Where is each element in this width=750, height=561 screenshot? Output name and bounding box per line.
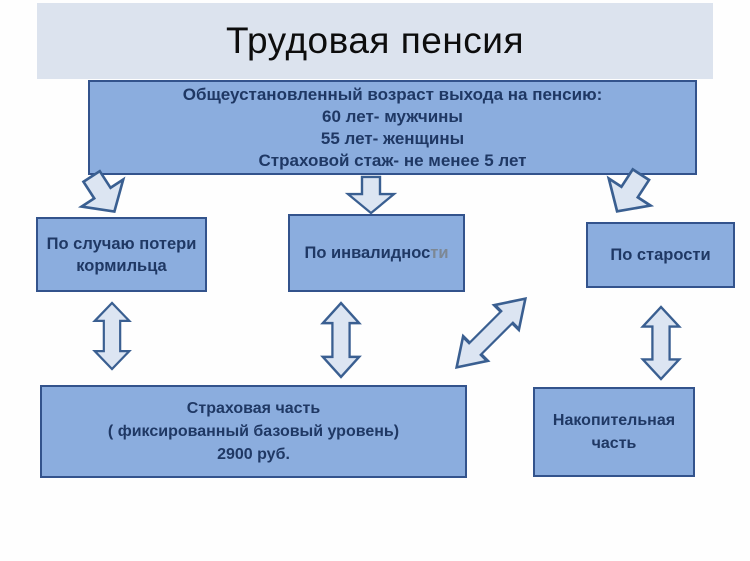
double-arrow-vertical-icon [320,301,362,379]
insurance-part-line: Страховая часть [186,400,321,417]
funded-part-line: часть [591,435,637,452]
block-arrow-down-left-icon [68,161,137,227]
funded-part-box: Накопительная часть [533,387,695,477]
block-arrow-down-right-icon [594,159,664,227]
funded-part-line: Накопительная [552,412,676,429]
category-box-disability: По инвалидности [288,214,465,292]
insurance-part-box: Страховая часть ( фиксированный базовый … [40,385,467,478]
pension-age-line: Общеустановленный возраст выхода на пенс… [182,84,603,104]
category-box-old-age: По старости [586,222,735,288]
category-label: По случаю потери [46,234,197,253]
category-label: По инвалидности [304,242,448,264]
pension-age-line: 55 лет- женщины [320,128,465,148]
insurance-part-line: ( фиксированный базовый уровень) [107,423,400,440]
category-label: По старости [610,246,711,264]
category-label: кормильца [76,256,167,275]
pension-age-box: Общеустановленный возраст выхода на пенс… [88,80,697,175]
pension-age-line: 60 лет- мужчины [322,106,463,126]
double-arrow-vertical-icon [92,301,132,371]
insurance-part-line: 2900 руб. [217,446,290,463]
category-label-main: По инвалиднос [304,244,431,262]
title-bar: Трудовая пенсия [37,3,713,79]
double-arrow-vertical-icon [640,305,682,381]
pension-age-line: Страховой стаж- не менее 5 лет [258,150,527,170]
double-arrow-diagonal-icon [442,284,541,383]
block-arrow-down-icon [344,175,398,215]
category-label-faded: ти [430,244,449,262]
page-title: Трудовая пенсия [225,20,524,61]
category-box-survivor: По случаю потери кормильца [36,217,207,292]
